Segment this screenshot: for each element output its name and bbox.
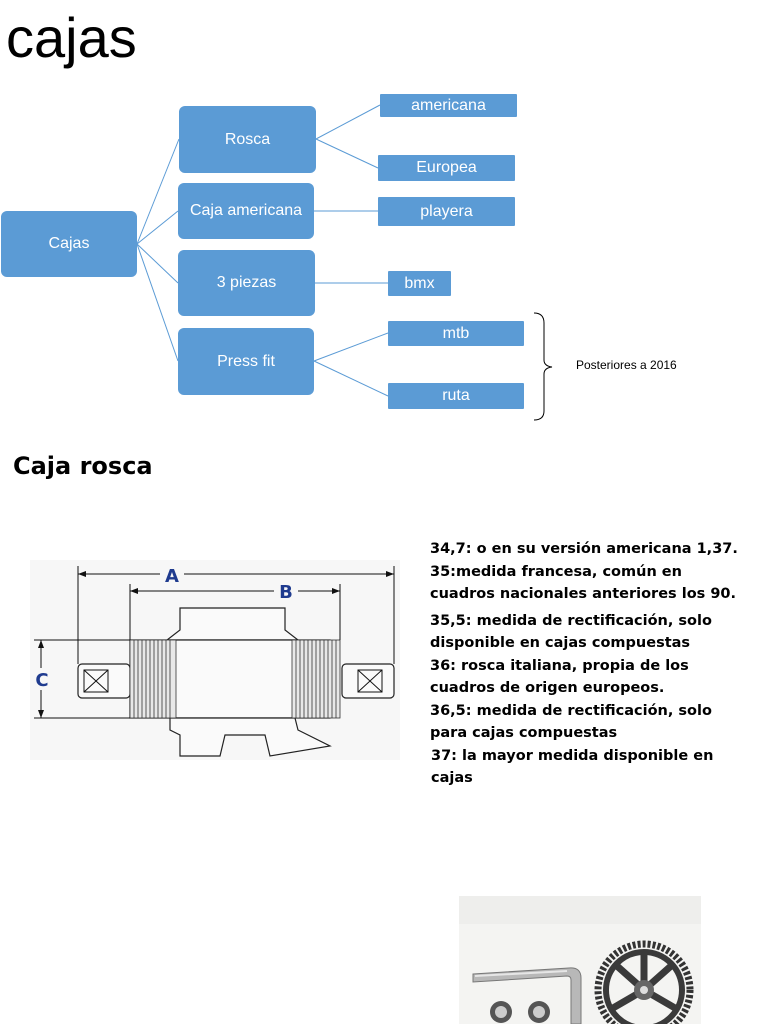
dimension-label-b: B — [279, 582, 293, 603]
diagram-connectors — [136, 104, 553, 421]
node-cajas: Cajas — [1, 211, 137, 277]
node-rosca: Rosca — [179, 106, 316, 173]
leaf-europea: Europea — [378, 155, 515, 181]
spec-item: 36: rosca italiana, propia de los cuadro… — [430, 657, 689, 697]
brace-note: Posteriores a 2016 — [576, 358, 677, 372]
leaf-americana: americana — [380, 94, 517, 117]
bottom-bracket-drawing: A B C — [30, 560, 400, 760]
spec-item: 36,5: medida de rectificación, solo para… — [430, 702, 712, 742]
bottom-bracket-parts-photo — [459, 896, 701, 1024]
leaf-bmx: bmx — [388, 271, 451, 296]
spec-item: 35:medida francesa, común en cuadros nac… — [430, 563, 737, 603]
leaf-playera: playera — [378, 197, 515, 226]
spec-item: 35,5: medida de rectificación, solo disp… — [430, 612, 712, 652]
leaf-mtb: mtb — [388, 321, 524, 346]
spec-item: 37: la mayor medida disponible en cajas — [431, 747, 714, 787]
right-brace — [533, 312, 553, 421]
node-3-piezas: 3 piezas — [178, 250, 315, 316]
thread-spec-list: 34,7: o en su versión americana 1,37. 35… — [430, 538, 760, 790]
dimension-label-a: A — [165, 566, 179, 587]
node-press-fit: Press fit — [178, 328, 314, 395]
leaf-ruta: ruta — [388, 383, 524, 409]
spec-item: 34,7: o en su versión americana 1,37. — [430, 541, 738, 557]
node-caja-americana: Caja americana — [178, 183, 314, 239]
page-title: cajas — [6, 6, 137, 69]
dimension-label-c: C — [35, 670, 48, 691]
section-title: Caja rosca — [13, 452, 153, 480]
